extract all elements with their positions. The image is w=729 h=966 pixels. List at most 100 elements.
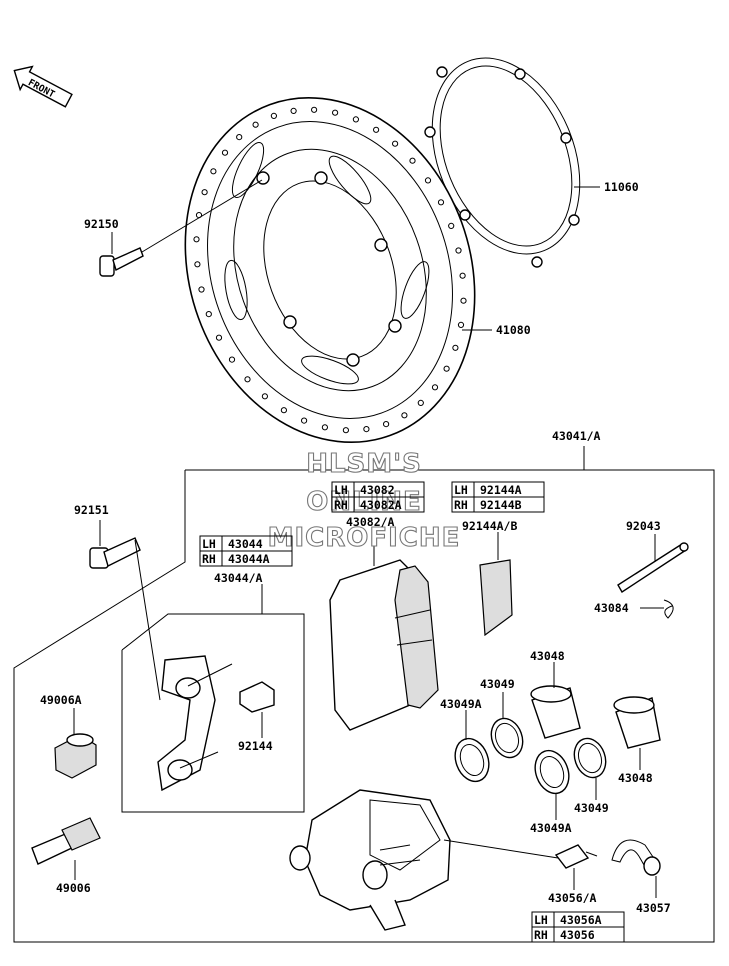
disc-hole [443,365,450,372]
table-43056-side-0: LH [534,913,548,927]
disc-hole [363,426,370,433]
part-label-43049A-lower: 43049A [530,821,572,835]
part-label-92150: 92150 [84,217,119,231]
part-label-49006A: 49006A [40,693,82,707]
disc-hole [342,427,349,434]
disc-hole [280,407,287,414]
disc-hole [401,412,408,419]
seal-43049-lower [573,737,607,779]
piston-43048-lower [613,696,661,749]
caliper-assembly-frame [13,469,715,943]
table-43082-side-0: LH [334,483,348,497]
disc-hole [236,134,243,141]
disc-hole [210,168,217,175]
part-label-11060: 11060 [604,180,639,194]
seal-43049-upper [490,717,524,759]
table-43082-side-1: RH [334,498,348,512]
disc-hole [201,189,208,196]
disc-hole [437,199,445,206]
watermark-line3: MICROFICHE [268,523,461,553]
pad-spring-92144 [239,681,275,713]
pad-shim-92144A [479,559,513,637]
table-92144-part-0: 92144A [480,483,522,497]
disc-hole [417,399,424,406]
bleeder-cap-43057 [611,839,661,876]
table-92144-side-0: LH [454,483,468,497]
boot-49006A [54,733,97,779]
part-label-43048-upper: 43048 [530,649,565,663]
table-43056-part-1: 43056 [560,928,595,942]
disc-hole [198,286,205,293]
part-label-43049-lower: 43049 [574,801,609,815]
disc-hole [301,417,308,424]
table-43044-side-1: RH [202,552,216,566]
part-label-43049-upper: 43049 [480,677,515,691]
disc-hole [373,126,380,133]
disc-hole [221,149,229,156]
front-arrow-icon: FRONT [13,65,73,108]
leader-92150-axis [141,179,263,253]
table-43082-part-1: 43082A [360,498,402,512]
disc-hole [228,356,236,363]
disc-hole [431,384,439,391]
caliper-bracket-43044 [157,655,233,792]
disc-hole [252,121,259,128]
caliper-body [289,789,451,931]
dust-seal-43049A-upper [454,737,490,783]
disc-hole [261,393,268,400]
watermark: HLSM'S ONLINE MICROFICHE [267,448,461,553]
part-label-92043: 92043 [626,519,661,533]
disc-hole [244,376,251,383]
piston-43048-upper [530,685,581,739]
gasket-11060 [424,57,581,268]
table-43056: LH 43056A RH 43056 [531,911,625,943]
disc-hole [457,321,465,328]
part-label-43041: 43041/A [552,429,601,443]
disc-hole [452,344,459,351]
disc-hole [194,261,201,268]
disc-hole [424,177,432,184]
watermark-line1: HLSM'S [306,449,422,479]
disc-hole [392,140,399,147]
pad-pin-92043 [617,542,689,593]
disc-hole [270,112,277,120]
part-label-92144: 92144 [238,739,273,753]
disc-hole [460,297,467,304]
leader-bleeder-axis [443,839,559,859]
table-43082: LH 43082 RH 43082A [331,481,425,513]
table-43044-side-0: LH [202,537,216,551]
table-43056-part-0: 43056A [560,913,602,927]
leader-92151-axis [134,539,161,701]
disc-hole [332,109,339,116]
part-label-43082A: 43082/A [346,515,395,529]
bolt-92151 [89,537,141,569]
bolt-92150 [99,247,144,277]
table-92144: LH 92144A RH 92144B [451,481,545,513]
part-label-41080: 41080 [496,323,531,337]
disc-hole [383,421,390,428]
disc-hole [352,116,359,123]
bracket-frame [121,613,305,813]
part-label-43044A: 43044/A [214,571,263,585]
brake-disc-41080 [184,97,476,443]
part-label-49006: 49006 [56,881,91,895]
part-label-92151: 92151 [74,503,109,517]
disc-hole [205,311,212,318]
disc-hole [409,157,416,164]
table-43056-side-1: RH [534,928,548,942]
part-label-92144AB: 92144A/B [462,519,517,533]
disc-hole [459,272,466,279]
part-label-43048-lower: 43048 [618,771,653,785]
part-label-43057: 43057 [636,901,671,915]
disc-hole [311,106,318,113]
part-label-43049A-upper: 43049A [440,697,482,711]
slide-pin-49006 [31,817,101,865]
disc-hole [448,222,455,229]
bleeder-valve-43056 [554,844,598,869]
dust-seal-43049A-lower [534,749,570,795]
table-43044-part-1: 43044A [228,552,270,566]
part-label-43084: 43084 [594,601,629,615]
brake-pads-43082 [329,559,439,731]
table-43044: LH 43044 RH 43044A [199,535,293,567]
